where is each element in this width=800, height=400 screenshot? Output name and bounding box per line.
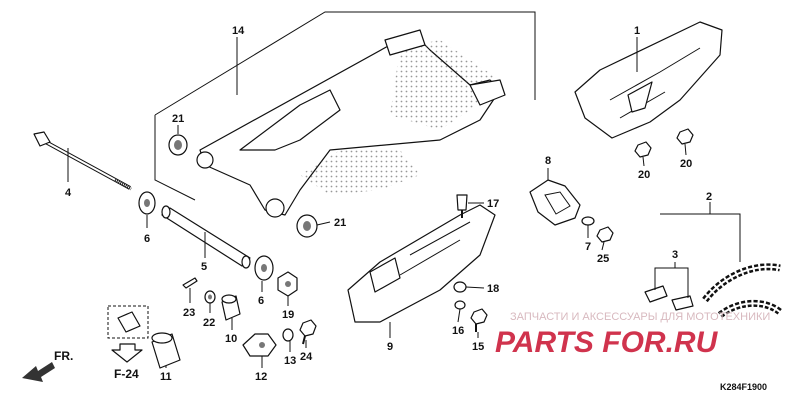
callout-8: 8 (545, 155, 551, 167)
callout-11: 11 (160, 371, 172, 383)
bolt-18[interactable] (453, 281, 467, 293)
callout-25: 25 (597, 253, 609, 265)
callout-5: 5 (201, 261, 207, 273)
callout-6-right: 6 (258, 295, 264, 307)
callout-14: 14 (232, 25, 245, 37)
callout-6-left: 6 (144, 233, 150, 245)
washer-22[interactable] (204, 290, 216, 304)
swingarm-group-outline (154, 11, 536, 116)
callout-4: 4 (65, 187, 72, 199)
callout-23: 23 (183, 307, 195, 319)
chain-joint[interactable] (644, 285, 694, 311)
bolt-24[interactable] (299, 319, 317, 345)
watermark-text: ЗАПЧАСТИ И АКСЕССУАРЫ ДЛЯ МОТОТЕХНИКИ (510, 311, 770, 323)
callout-10: 10 (225, 333, 237, 345)
callout-17: 17 (487, 198, 499, 210)
bushing-10[interactable] (221, 294, 241, 321)
washer-16[interactable] (454, 300, 466, 310)
callout-3: 3 (672, 249, 678, 261)
screw-17[interactable] (456, 194, 468, 218)
callout-1: 1 (634, 25, 640, 37)
callout-2: 2 (706, 191, 712, 203)
drive-chain-case[interactable] (574, 21, 723, 139)
reference-label: F-24 (114, 367, 139, 381)
callout-9: 9 (387, 341, 393, 353)
callout-13: 13 (284, 355, 296, 367)
front-direction-arrow (22, 362, 55, 382)
callout-20-left: 20 (638, 169, 650, 181)
bracket-12[interactable] (242, 333, 277, 357)
pivot-collar[interactable] (161, 205, 251, 269)
pivot-nut[interactable] (277, 271, 298, 297)
callout-16: 16 (452, 325, 464, 337)
reference-arrow (111, 343, 143, 363)
callout-15: 15 (472, 341, 484, 353)
dust-seal-6-right[interactable] (254, 255, 274, 281)
detail-box (107, 305, 149, 339)
swingarm[interactable] (196, 29, 506, 218)
watermark-logo: PARTS FOR.RU (495, 326, 719, 359)
callout-20-right: 20 (680, 158, 692, 170)
callout-22: 22 (203, 317, 215, 329)
swingarm-group-outline-lower (154, 115, 196, 201)
washer-7[interactable] (581, 216, 595, 226)
callout-24: 24 (300, 351, 313, 363)
diagram-code: K284F1900 (720, 382, 767, 392)
callout-18: 18 (487, 283, 499, 295)
callout-21-upper: 21 (172, 113, 184, 125)
dust-seal-6-left[interactable] (138, 191, 156, 215)
cotter-pin[interactable] (182, 277, 198, 289)
bushing-21-upper[interactable] (168, 134, 188, 156)
pivot-bolt[interactable] (33, 131, 132, 191)
washer-13[interactable] (282, 328, 294, 342)
collar-11[interactable] (151, 332, 181, 369)
chain-slider[interactable] (347, 204, 496, 323)
callout-7: 7 (585, 241, 591, 253)
leader-lines (67, 37, 741, 368)
bushing-21-lower[interactable] (296, 214, 318, 238)
bolt-25[interactable] (596, 226, 614, 243)
callout-21-lower: 21 (334, 217, 346, 229)
callout-19: 19 (282, 309, 294, 321)
front-label: FR. (54, 349, 73, 363)
bolt-15[interactable] (470, 308, 488, 332)
bolt-20-right[interactable] (676, 128, 694, 145)
bolt-20-left[interactable] (634, 141, 652, 158)
callout-12: 12 (255, 371, 267, 383)
guard-bracket[interactable] (529, 179, 581, 226)
drive-chain[interactable] (702, 263, 783, 318)
